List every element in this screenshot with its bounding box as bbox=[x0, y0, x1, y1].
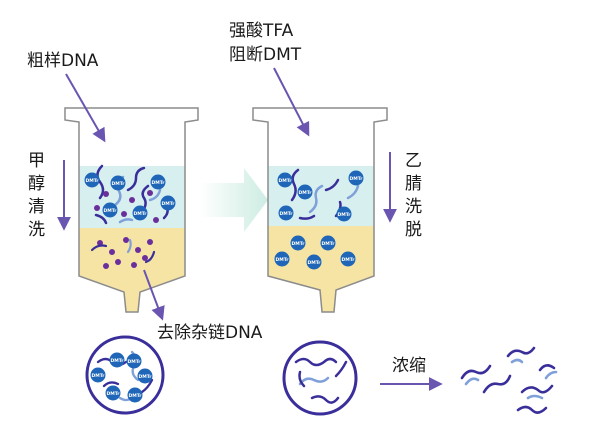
column-right-dmt-beads-upper: DMTr DMTr DMTr DMTr DMTr bbox=[277, 170, 364, 222]
dmt-bead: DMTr bbox=[336, 206, 352, 222]
dmt-bead: DMTr bbox=[102, 202, 118, 218]
dmt-bead: DMTr bbox=[109, 352, 125, 368]
svg-text:DMTr: DMTr bbox=[151, 180, 165, 186]
label-crude-dna: 粗样DNA bbox=[27, 51, 99, 71]
label-acetonitrile-elute-char: 腈 bbox=[405, 174, 422, 194]
arrow-remove-impurity bbox=[143, 269, 165, 321]
column-left: DMTr DMTr DMTr DMTr DMTr DMTr bbox=[64, 107, 199, 313]
label-remove-impurity: 去除杂链DNA bbox=[157, 323, 263, 343]
svg-text:DMTr: DMTr bbox=[138, 374, 152, 380]
svg-text:DMTr: DMTr bbox=[341, 257, 355, 263]
dmt-bead: DMTr bbox=[127, 387, 143, 403]
column-left-outline bbox=[64, 107, 199, 313]
svg-text:DMTr: DMTr bbox=[349, 176, 363, 182]
svg-text:DMTr: DMTr bbox=[85, 178, 99, 184]
dmt-bead: DMTr bbox=[278, 205, 294, 221]
dmt-bead: DMTr bbox=[84, 172, 100, 188]
dmt-bead: DMTr bbox=[132, 205, 148, 221]
arrow-strong-acid bbox=[273, 67, 310, 137]
svg-text:DMTr: DMTr bbox=[127, 359, 141, 365]
label-strong-acid-line1: 强酸TFA bbox=[229, 21, 294, 41]
label-acetonitrile-elute-char: 乙 bbox=[405, 151, 422, 171]
column-right-dmt-beads-lower: DMTr DMTr DMTr DMTr DMTr bbox=[274, 235, 356, 270]
label-concentrate: 浓缩 bbox=[392, 356, 426, 376]
svg-text:DMTr: DMTr bbox=[337, 212, 351, 218]
svg-text:DMTr: DMTr bbox=[279, 211, 293, 217]
column-left-lower-strands bbox=[90, 238, 156, 264]
circle-purified-dna bbox=[282, 340, 358, 416]
column-left-dmt-beads: DMTr DMTr DMTr DMTr DMTr DMTr bbox=[84, 172, 176, 221]
dmt-bead: DMTr bbox=[110, 175, 126, 191]
svg-text:DMTr: DMTr bbox=[298, 190, 312, 196]
dmt-bead: DMTr bbox=[150, 174, 166, 190]
label-methanol-wash-char: 醇 bbox=[28, 174, 45, 194]
dmt-bead: DMTr bbox=[277, 172, 293, 188]
dmt-bead: DMTr bbox=[348, 170, 364, 186]
transition-arrow bbox=[200, 168, 268, 232]
dmt-bead: DMTr bbox=[137, 368, 153, 384]
dmt-bead: DMTr bbox=[320, 235, 336, 251]
label-acetonitrile-elute-char: 脱 bbox=[405, 220, 422, 240]
dmt-bead: DMTr bbox=[274, 251, 290, 267]
column-left-lower-layer bbox=[79, 228, 185, 276]
svg-text:DMTr: DMTr bbox=[103, 208, 117, 214]
column-right-outline bbox=[252, 107, 388, 313]
label-methanol-wash-char: 清 bbox=[28, 197, 45, 217]
dmt-bead: DMTr bbox=[90, 367, 106, 383]
svg-text:DMTr: DMTr bbox=[161, 201, 175, 207]
circle-impurity-sample: DMTr DMTr DMTr DMTr DMTr DMTr bbox=[85, 335, 165, 415]
svg-text:DMTr: DMTr bbox=[307, 260, 321, 266]
svg-text:DMTr: DMTr bbox=[291, 241, 305, 247]
svg-text:DMTr: DMTr bbox=[133, 211, 147, 217]
column-right-lower-layer bbox=[268, 226, 374, 276]
svg-text:DMTr: DMTr bbox=[275, 257, 289, 263]
svg-text:DMTr: DMTr bbox=[111, 181, 125, 187]
dmt-bead: DMTr bbox=[297, 184, 313, 200]
label-acetonitrile-elute: 乙 腈 洗 脱 bbox=[405, 151, 422, 240]
svg-text:DMTr: DMTr bbox=[128, 393, 142, 399]
svg-text:DMTr: DMTr bbox=[278, 178, 292, 184]
dmt-bead: DMTr bbox=[105, 385, 121, 401]
label-methanol-wash-char: 洗 bbox=[28, 220, 45, 240]
concentrated-dna-strands bbox=[460, 346, 558, 414]
label-methanol-wash: 甲 醇 清 洗 bbox=[28, 151, 45, 240]
dmt-bead: DMTr bbox=[126, 353, 142, 369]
column-left-impurity-dots bbox=[94, 190, 159, 269]
label-methanol-wash-char: 甲 bbox=[28, 151, 45, 171]
svg-text:DMTr: DMTr bbox=[110, 358, 124, 364]
dmt-bead: DMTr bbox=[290, 235, 306, 251]
arrow-crude-dna bbox=[65, 73, 106, 143]
label-acetonitrile-elute-char: 洗 bbox=[405, 197, 422, 217]
column-right: DMTr DMTr DMTr DMTr DMTr DMTr bbox=[252, 107, 388, 313]
svg-text:DMTr: DMTr bbox=[91, 373, 105, 379]
svg-text:DMTr: DMTr bbox=[321, 241, 335, 247]
svg-text:DMTr: DMTr bbox=[106, 391, 120, 397]
dmt-bead: DMTr bbox=[306, 254, 322, 270]
dmt-bead: DMTr bbox=[340, 251, 356, 267]
dmt-bead: DMTr bbox=[160, 195, 176, 211]
label-strong-acid-line2: 阻断DMT bbox=[229, 45, 302, 65]
